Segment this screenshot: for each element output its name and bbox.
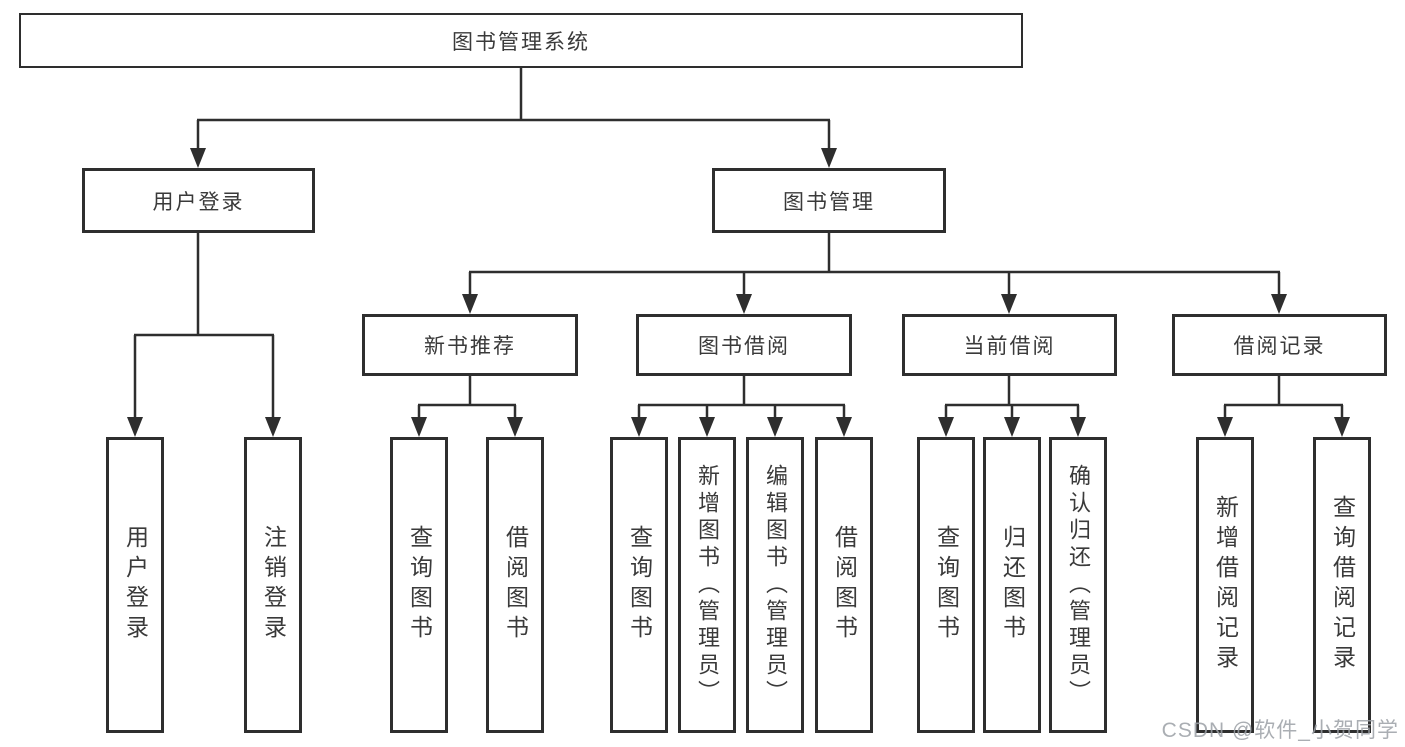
leaf-user-login: 用户登录 [106,437,164,733]
node-label: 借阅图书 [502,525,529,645]
node-label: 用户登录 [122,525,149,645]
node-label: 新书推荐 [424,335,516,358]
node-new-book-recommend: 新书推荐 [362,314,578,376]
node-label: 编辑图书（管理员） [763,463,788,707]
node-book-management-branch: 图书管理 [712,168,946,233]
leaf-edit-book-admin: 编辑图书（管理员） [746,437,804,733]
node-label: 用户登录 [152,190,245,214]
leaf-confirm-return-admin: 确认归还（管理员） [1049,437,1107,733]
leaf-query-books-recommend: 查询图书 [390,437,448,733]
leaf-borrow-books: 借阅图书 [815,437,873,733]
leaf-query-books-current: 查询图书 [917,437,975,733]
node-label: 归还图书 [999,525,1026,645]
node-label: 新增图书（管理员） [695,463,720,707]
node-label: 图书管理系统 [452,30,590,54]
node-root-library-system: 图书管理系统 [19,13,1023,68]
leaf-borrow-books-recommend: 借阅图书 [486,437,544,733]
node-label: 当前借阅 [963,335,1056,358]
node-label: 查询借阅记录 [1329,495,1356,675]
leaf-return-book: 归还图书 [983,437,1041,733]
leaf-query-borrow-record: 查询借阅记录 [1313,437,1371,733]
node-borrow-records: 借阅记录 [1172,314,1387,376]
node-label: 确认归还（管理员） [1066,463,1091,707]
node-label: 图书借阅 [698,335,790,358]
node-label: 图书管理 [783,190,875,214]
node-current-borrow: 当前借阅 [902,314,1117,376]
node-label: 新增借阅记录 [1212,495,1239,675]
node-label: 查询图书 [626,525,653,645]
leaf-logout: 注销登录 [244,437,302,733]
node-label: 借阅记录 [1233,335,1326,358]
leaf-add-book-admin: 新增图书（管理员） [678,437,736,733]
leaf-query-books-borrow: 查询图书 [610,437,668,733]
node-label: 借阅图书 [831,525,858,645]
node-label: 查询图书 [933,525,960,645]
node-label: 注销登录 [260,525,287,645]
csdn-watermark: CSDN @软件_小贺同学 [1161,719,1399,742]
node-label: 查询图书 [406,525,433,645]
node-book-borrow: 图书借阅 [636,314,852,376]
node-user-login-branch: 用户登录 [82,168,315,233]
leaf-add-borrow-record: 新增借阅记录 [1196,437,1254,733]
